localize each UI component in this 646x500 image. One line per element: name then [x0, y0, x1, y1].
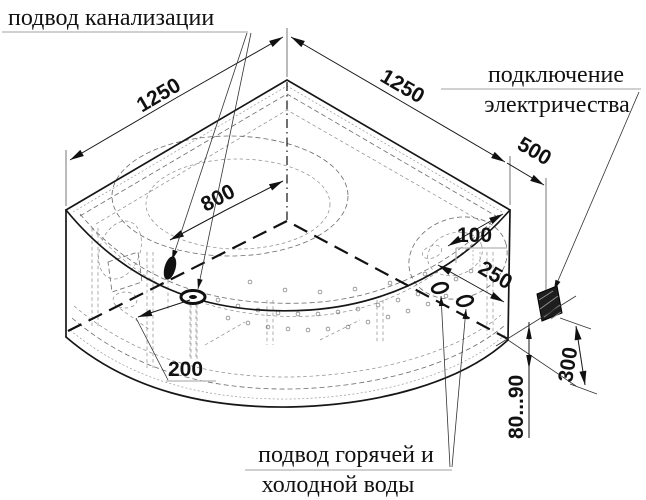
water-connection-hot: [430, 281, 450, 295]
dim-80-90-value: 80...90: [505, 375, 528, 439]
dim-300-value: 300: [554, 346, 582, 384]
perforation-holes: [215, 268, 474, 333]
dim-500: 500: [506, 133, 555, 290]
dim-1250-left: 1250: [65, 28, 288, 206]
dim-100-value: 100: [457, 224, 492, 247]
bathtub-outline: [65, 79, 511, 408]
dim-500-value: 500: [513, 133, 555, 171]
label-sewer: подвод канализации: [2, 5, 252, 290]
label-electric-line2: электричества: [484, 92, 630, 118]
floor-wall-dashed-line: [67, 219, 509, 340]
label-sewer-text: подвод канализации: [8, 5, 214, 31]
electric-box: [536, 285, 563, 322]
dim-1250-right: 1250: [290, 36, 511, 205]
label-electric: подключение электричества: [441, 62, 641, 291]
dim-800-value: 800: [197, 180, 239, 217]
overflow-fitting: [163, 256, 177, 280]
dim-300: 300: [554, 317, 598, 395]
water-connection-cold: [455, 294, 475, 308]
label-water-line1: подвод горячей и: [258, 442, 434, 468]
label-water: подвод горячей и холодной воды: [245, 295, 468, 498]
dim-200: 200: [135, 299, 216, 382]
dim-1250-left-value: 1250: [133, 74, 185, 117]
drain-fitting: [179, 289, 207, 305]
dim-80-90: 80...90: [495, 295, 577, 439]
label-water-line2: холодной воды: [262, 472, 415, 498]
dim-200-value: 200: [168, 358, 203, 381]
tub-frame-dashed: [69, 85, 508, 400]
dim-100: 100: [447, 213, 507, 263]
label-electric-line1: подключение: [488, 62, 624, 88]
